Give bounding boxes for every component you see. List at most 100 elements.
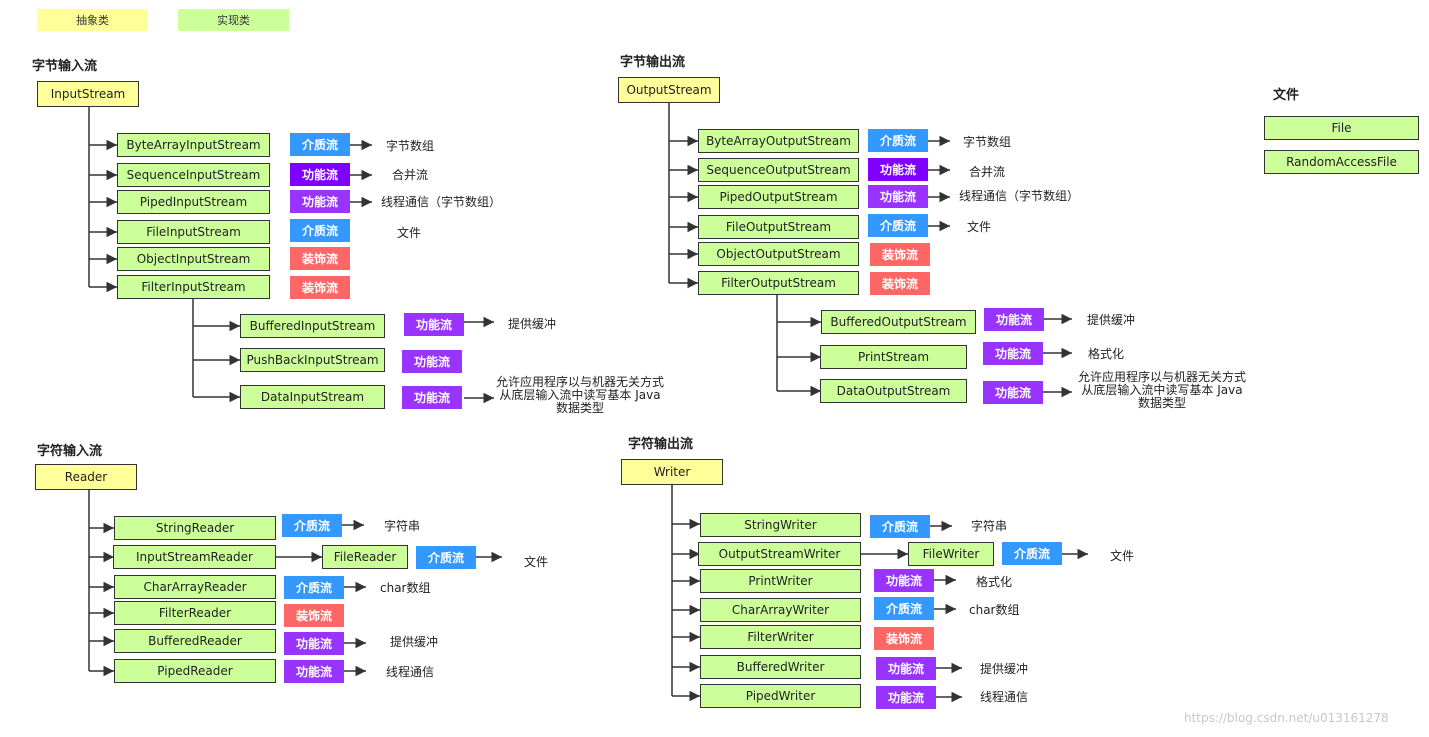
- node-pipedinputstream[interactable]: PipedInputStream: [117, 190, 270, 214]
- tag-function: 功能流: [290, 163, 350, 186]
- tag-function: 功能流: [868, 185, 928, 208]
- node-stringwriter[interactable]: StringWriter: [700, 513, 861, 537]
- tag-decorator: 装饰流: [870, 272, 930, 295]
- tag-decorator: 装饰流: [290, 276, 350, 299]
- node-writer[interactable]: Writer: [621, 459, 723, 485]
- desc-file: 文件: [397, 226, 422, 240]
- desc-byte-array: 字节数组: [963, 135, 1012, 149]
- tag-function: 功能流: [983, 342, 1043, 365]
- desc-thread-comm: 线程通信（字节数组）: [381, 195, 502, 209]
- node-reader[interactable]: Reader: [35, 464, 137, 490]
- desc-thread-comm: 线程通信: [386, 665, 435, 679]
- node-inputstream[interactable]: InputStream: [37, 81, 139, 107]
- desc-format: 格式化: [976, 575, 1013, 589]
- tag-function: 功能流: [876, 657, 936, 680]
- node-pipedoutputstream[interactable]: PipedOutputStream: [698, 185, 859, 209]
- tag-function: 功能流: [404, 313, 464, 336]
- tag-function: 功能流: [290, 190, 350, 213]
- tag-medium: 介质流: [868, 214, 928, 237]
- desc-merge: 合并流: [969, 165, 1006, 179]
- node-filereader[interactable]: FileReader: [322, 545, 408, 569]
- node-bufferedoutputstream[interactable]: BufferedOutputStream: [821, 310, 976, 334]
- tag-function: 功能流: [874, 569, 934, 592]
- node-objectinputstream[interactable]: ObjectInputStream: [117, 247, 270, 271]
- node-stringreader[interactable]: StringReader: [114, 516, 276, 540]
- node-objectoutputstream[interactable]: ObjectOutputStream: [698, 242, 859, 266]
- title-char-input: 字符输入流: [37, 444, 103, 459]
- node-bufferedreader[interactable]: BufferedReader: [114, 629, 276, 653]
- node-inputstreamreader[interactable]: InputStreamReader: [113, 545, 276, 569]
- title-byte-output: 字节输出流: [620, 55, 686, 70]
- desc-file: 文件: [1110, 549, 1135, 563]
- desc-merge: 合并流: [392, 168, 429, 182]
- desc-file: 文件: [524, 555, 549, 569]
- node-printstream[interactable]: PrintStream: [820, 345, 967, 369]
- tag-decorator: 装饰流: [874, 627, 934, 650]
- desc-buffer: 提供缓冲: [1087, 313, 1136, 327]
- node-bufferedwriter[interactable]: BufferedWriter: [700, 655, 861, 679]
- node-chararraywriter[interactable]: CharArrayWriter: [700, 598, 861, 622]
- desc-format: 格式化: [1088, 347, 1125, 361]
- tag-decorator: 装饰流: [870, 243, 930, 266]
- desc-thread-comm: 线程通信: [980, 690, 1029, 704]
- tag-function: 功能流: [284, 660, 344, 683]
- desc-data-types: 允许应用程序以与机器无关方式从底层输入流中读写基本 Java 数据类型: [1078, 370, 1247, 410]
- tag-decorator: 装饰流: [290, 247, 350, 270]
- tag-function: 功能流: [284, 632, 344, 655]
- tag-medium: 介质流: [416, 546, 476, 569]
- legend-abstract: 抽象类: [37, 9, 148, 31]
- desc-data-types: 允许应用程序以与机器无关方式从底层输入流中读写基本 Java 数据类型: [496, 375, 665, 415]
- tag-medium: 介质流: [874, 597, 934, 620]
- tag-medium: 介质流: [870, 515, 930, 538]
- node-chararrayreader[interactable]: CharArrayReader: [114, 575, 276, 599]
- tag-medium: 介质流: [1002, 542, 1062, 565]
- tag-medium: 介质流: [284, 576, 344, 599]
- node-pushbackinputstream[interactable]: PushBackInputStream: [240, 348, 385, 372]
- desc-string: 字符串: [384, 519, 421, 533]
- desc-buffer: 提供缓冲: [390, 635, 439, 649]
- desc-byte-array: 字节数组: [386, 139, 435, 153]
- node-bufferedinputstream[interactable]: BufferedInputStream: [240, 314, 385, 338]
- tag-function: 功能流: [402, 350, 462, 373]
- desc-buffer: 提供缓冲: [980, 662, 1029, 676]
- node-bytearrayoutputstream[interactable]: ByteArrayOutputStream: [698, 129, 859, 153]
- node-filteroutputstream[interactable]: FilterOutputStream: [698, 271, 859, 295]
- node-printwriter[interactable]: PrintWriter: [700, 569, 861, 593]
- desc-string: 字符串: [971, 519, 1008, 533]
- node-outputstreamwriter[interactable]: OutputStreamWriter: [698, 542, 861, 566]
- tag-medium: 介质流: [290, 219, 350, 242]
- node-dataoutputstream[interactable]: DataOutputStream: [820, 379, 967, 403]
- desc-char-array: char数组: [380, 581, 431, 595]
- tag-medium: 介质流: [290, 133, 350, 156]
- node-file[interactable]: File: [1264, 116, 1419, 140]
- tag-function: 功能流: [983, 381, 1043, 404]
- tag-function: 功能流: [868, 158, 928, 181]
- title-file: 文件: [1273, 88, 1300, 103]
- node-filterwriter[interactable]: FilterWriter: [700, 625, 861, 649]
- tag-decorator: 装饰流: [284, 604, 344, 627]
- node-fileinputstream[interactable]: FileInputStream: [117, 220, 270, 244]
- node-randomaccessfile[interactable]: RandomAccessFile: [1264, 150, 1419, 174]
- desc-buffer: 提供缓冲: [508, 317, 557, 331]
- legend-concrete: 实现类: [178, 9, 289, 31]
- node-outputstream[interactable]: OutputStream: [618, 77, 720, 103]
- node-datainputstream[interactable]: DataInputStream: [240, 385, 385, 409]
- tag-medium: 介质流: [282, 514, 342, 537]
- node-sequenceoutputstream[interactable]: SequenceOutputStream: [698, 158, 859, 182]
- node-pipedreader[interactable]: PipedReader: [114, 659, 276, 683]
- node-pipedwriter[interactable]: PipedWriter: [700, 684, 861, 708]
- desc-thread-comm: 线程通信（字节数组）: [959, 189, 1080, 203]
- node-filterreader[interactable]: FilterReader: [114, 601, 276, 625]
- tag-function: 功能流: [402, 386, 462, 409]
- node-filterinputstream[interactable]: FilterInputStream: [117, 275, 270, 299]
- desc-file: 文件: [967, 220, 992, 234]
- watermark: https://blog.csdn.net/u013161278: [1184, 711, 1389, 725]
- node-sequenceinputstream[interactable]: SequenceInputStream: [117, 163, 270, 187]
- tag-function: 功能流: [876, 686, 936, 709]
- node-fileoutputstream[interactable]: FileOutputStream: [698, 215, 859, 239]
- node-filewriter[interactable]: FileWriter: [908, 542, 994, 566]
- tag-function: 功能流: [984, 308, 1044, 331]
- title-char-output: 字符输出流: [628, 437, 694, 452]
- title-byte-input: 字节输入流: [32, 59, 98, 74]
- node-bytearrayinputstream[interactable]: ByteArrayInputStream: [117, 133, 270, 157]
